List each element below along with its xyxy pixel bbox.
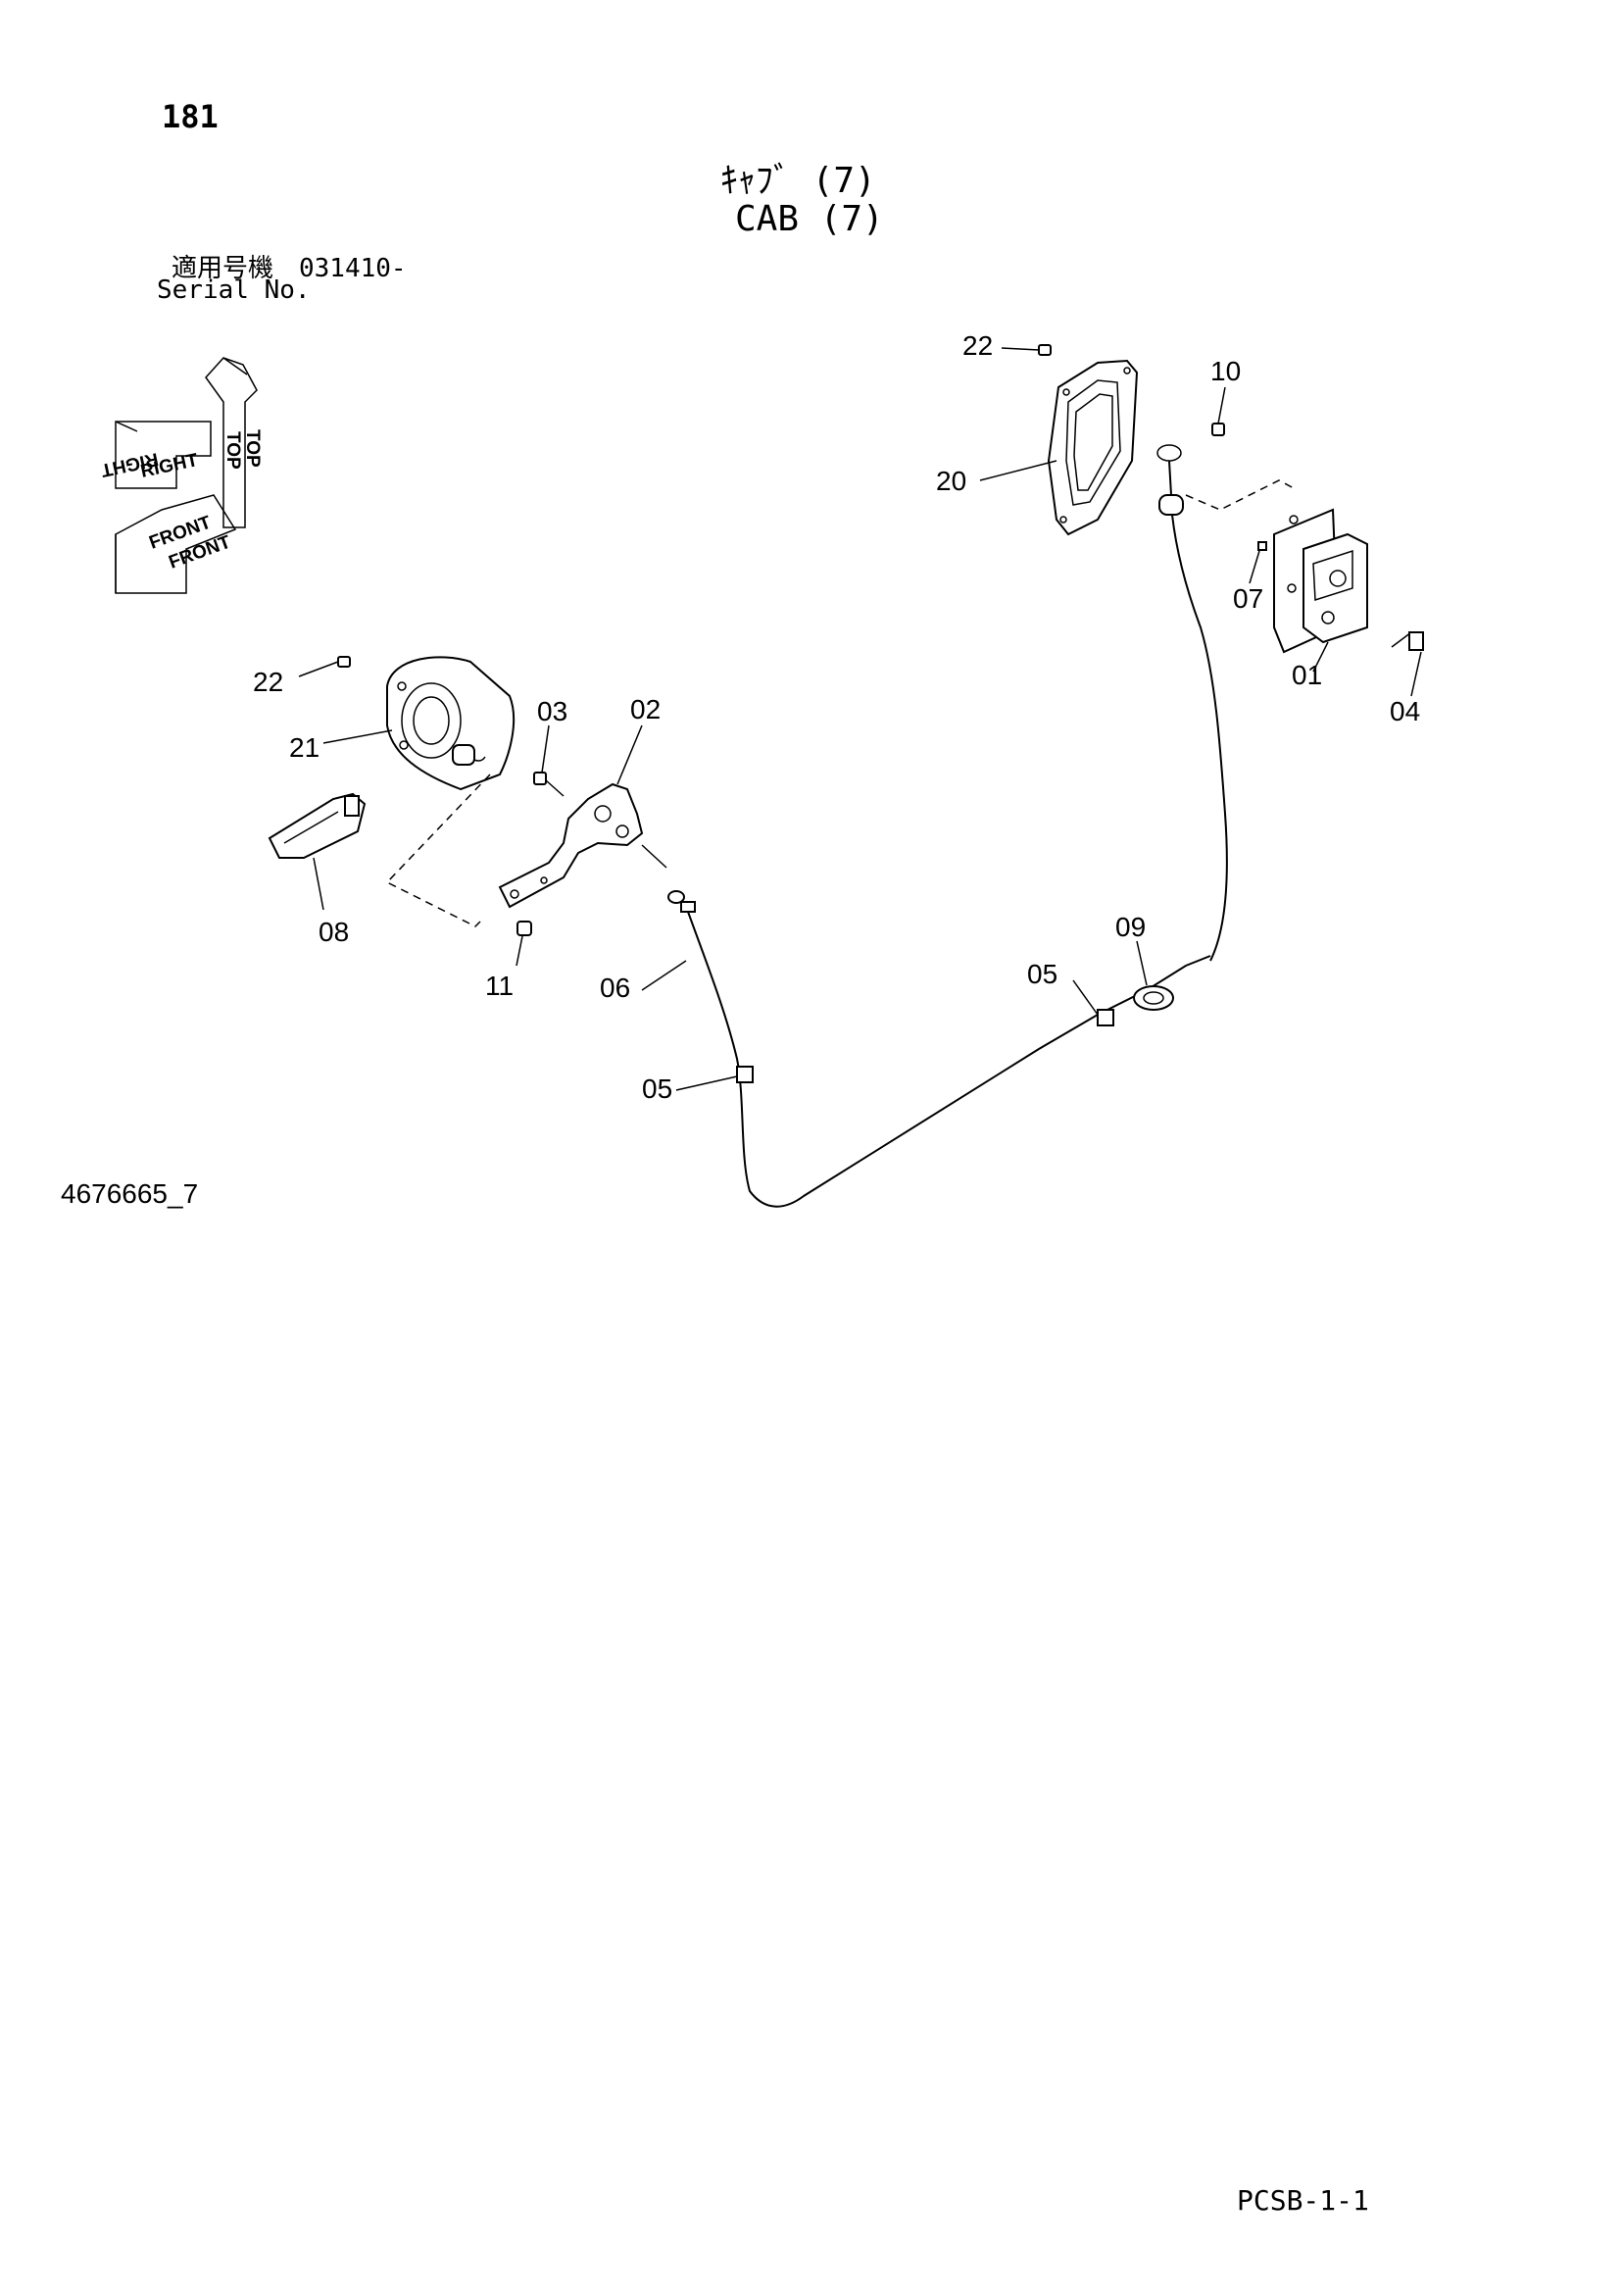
part-11-nut bbox=[516, 921, 532, 936]
part-21-handle-housing bbox=[386, 656, 516, 791]
callout-11: 11 bbox=[485, 971, 514, 1001]
part-06-cable bbox=[641, 844, 1211, 1208]
callout-22-upper: 22 bbox=[962, 330, 993, 361]
part-08-handle-grip bbox=[268, 792, 367, 859]
part-20-bezel bbox=[1047, 359, 1139, 536]
callout-05-upper: 05 bbox=[1027, 959, 1057, 989]
callout-09: 09 bbox=[1115, 912, 1146, 942]
part-10-screw bbox=[1211, 423, 1225, 436]
part-01-lock bbox=[1273, 508, 1368, 654]
page-code: PCSB-1-1 bbox=[1237, 2184, 1369, 2217]
callout-03: 03 bbox=[537, 696, 567, 726]
part-02-lever-bracket bbox=[498, 782, 644, 909]
title-english: CAB (7) bbox=[735, 199, 884, 239]
front-arrow-icon bbox=[115, 494, 237, 594]
callout-07: 07 bbox=[1233, 583, 1263, 614]
part-07-screw bbox=[1257, 541, 1267, 551]
right-arrow-icon bbox=[115, 421, 212, 489]
serial-label-japanese: 適用号機 031410- bbox=[172, 254, 407, 283]
serial-label-english: Serial No. bbox=[157, 275, 311, 305]
top-label-mirror: TOP bbox=[242, 429, 263, 468]
leader-dashed-upper bbox=[1185, 479, 1295, 511]
page-number: 181 bbox=[162, 98, 219, 135]
top-label: TOP bbox=[222, 431, 243, 470]
callout-08: 08 bbox=[319, 917, 349, 947]
part-22-screw-upper bbox=[1038, 344, 1052, 356]
callout-22-lower: 22 bbox=[253, 667, 283, 697]
part-05-clamp-upper bbox=[1097, 1009, 1114, 1026]
callout-01: 01 bbox=[1292, 660, 1322, 690]
callout-10: 10 bbox=[1210, 356, 1241, 386]
top-arrow-icon bbox=[205, 357, 258, 528]
callout-02: 02 bbox=[630, 694, 661, 724]
part-05-clamp-lower bbox=[736, 1066, 754, 1083]
callout-04: 04 bbox=[1390, 696, 1420, 726]
title-japanese: ｷｬﾌﾞ (7) bbox=[720, 161, 876, 201]
upper-cable bbox=[1156, 444, 1228, 962]
part-22-screw-lower bbox=[337, 656, 351, 668]
callout-20: 20 bbox=[936, 466, 966, 496]
leader-dashed-lower bbox=[385, 774, 491, 927]
callout-21: 21 bbox=[289, 732, 319, 763]
callout-06: 06 bbox=[600, 973, 630, 1003]
drawing-number: 4676665_7 bbox=[61, 1178, 199, 1209]
orientation-indicator: TOP TOP RIGHT RIGHT FRONT FRONT bbox=[99, 357, 263, 594]
part-03-bolt bbox=[533, 772, 565, 797]
callout-leaders bbox=[298, 347, 1422, 1091]
part-04-bolt bbox=[1391, 631, 1424, 651]
part-09-grommet bbox=[1133, 985, 1174, 1011]
callout-05-lower: 05 bbox=[642, 1073, 672, 1104]
